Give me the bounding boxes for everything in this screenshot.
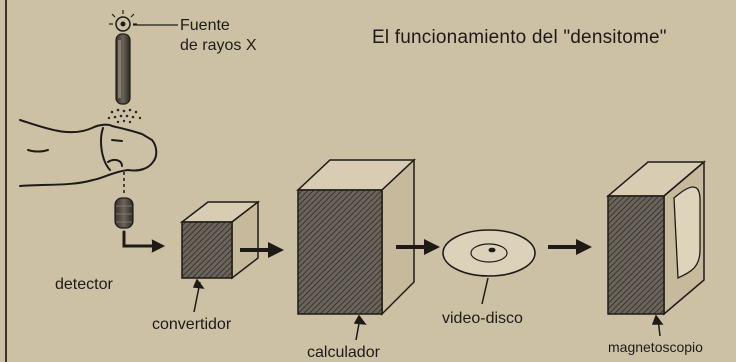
- x-ray-beam: [107, 108, 142, 124]
- diagram-title: El funcionamiento del "densitome": [372, 27, 667, 48]
- x-ray-source-label-line1: Fuente: [180, 17, 230, 34]
- label-pointers: [192, 278, 664, 341]
- detector-device: [114, 197, 134, 229]
- vcr-box: [605, 160, 707, 316]
- x-ray-source: [109, 10, 178, 105]
- detector-label: detector: [55, 276, 113, 293]
- arrow-converter-calculator: [240, 242, 284, 258]
- video-disc-label: video-disco: [442, 310, 523, 327]
- arrow-calculator-disc: [396, 239, 440, 255]
- calculator-label: calculador: [307, 344, 380, 361]
- x-ray-source-label-line2: de rayos X: [180, 37, 257, 54]
- arrow-detector-converter: [122, 230, 166, 253]
- vcr-label: magnetoscopio: [608, 339, 703, 355]
- converter-box: [179, 200, 261, 280]
- arrow-disc-vcr: [548, 239, 592, 255]
- calculator-box: [296, 158, 416, 316]
- disc-pointer: [481, 277, 489, 305]
- patient-head: [19, 119, 158, 187]
- x-ray-source-label: Fuente de rayos X: [180, 16, 256, 56]
- video-disc: [442, 229, 536, 277]
- converter-label: convertidor: [152, 316, 232, 333]
